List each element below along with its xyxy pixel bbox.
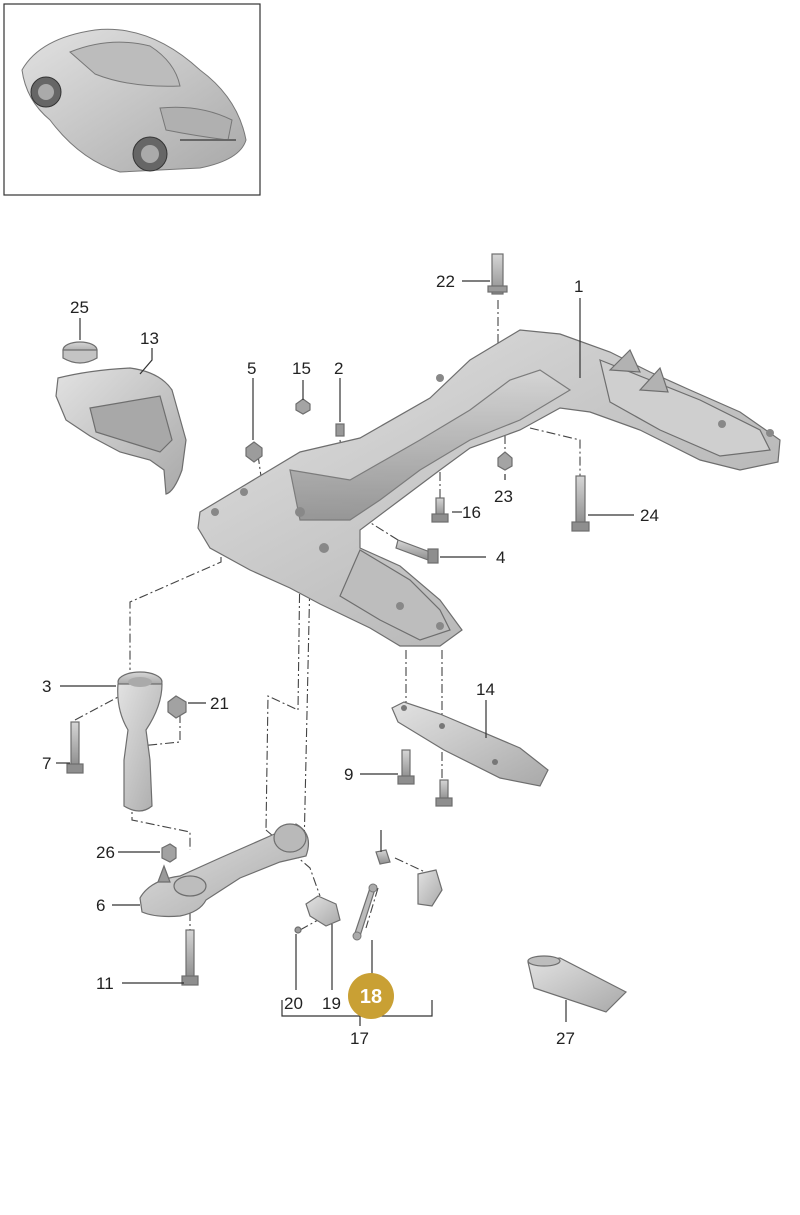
part-label-19[interactable]: 19: [322, 994, 341, 1013]
cover-part-13[interactable]: [55, 367, 187, 495]
part-label-20[interactable]: 20: [284, 994, 303, 1013]
part-label-27[interactable]: 27: [556, 1029, 575, 1048]
car-image: [21, 28, 247, 173]
part-label-22[interactable]: 22: [436, 272, 455, 291]
part-label-18[interactable]: 18: [360, 986, 382, 1008]
cap-part-25[interactable]: [62, 341, 98, 364]
stud-part-22[interactable]: [487, 253, 508, 295]
nut-part-20[interactable]: [294, 926, 302, 934]
leader-lines: [56, 280, 634, 1026]
nut-part-5[interactable]: [245, 441, 263, 463]
part-label-9[interactable]: 9: [344, 765, 353, 784]
part-label-23[interactable]: 23: [494, 487, 513, 506]
part-label-3[interactable]: 3: [42, 677, 51, 696]
pin-part-2[interactable]: [335, 423, 345, 437]
control-arm-part-6[interactable]: [139, 823, 309, 918]
nut-part-15[interactable]: [295, 398, 311, 415]
bolt-part-9[interactable]: [397, 749, 415, 785]
part-label-1[interactable]: 1: [574, 277, 583, 296]
highlight-marker-18[interactable]: [348, 973, 394, 1019]
part-label-15[interactable]: 15: [292, 359, 311, 378]
bolt-part-24[interactable]: [571, 475, 590, 532]
part-label-5[interactable]: 5: [247, 359, 256, 378]
part-label-7[interactable]: 7: [42, 754, 51, 773]
bolt-part-14b[interactable]: [435, 779, 453, 807]
nut-part-26[interactable]: [161, 843, 177, 863]
cross-member-part[interactable]: [197, 329, 781, 647]
part-label-21[interactable]: 21: [210, 694, 229, 713]
part-label-4[interactable]: 4: [496, 548, 505, 567]
bracket-part-19[interactable]: [305, 895, 341, 927]
part-label-25[interactable]: 25: [70, 298, 89, 317]
part-label-26[interactable]: 26: [96, 843, 115, 862]
vehicle-thumbnail: [3, 3, 261, 196]
nut-part-21[interactable]: [167, 695, 187, 719]
nut-part-23[interactable]: [497, 451, 513, 471]
part-label-13[interactable]: 13: [140, 329, 159, 348]
bolt-part-4[interactable]: [395, 539, 439, 564]
plate-part-14[interactable]: [391, 701, 549, 787]
part-label-24[interactable]: 24: [640, 506, 659, 525]
part-label-6[interactable]: 6: [96, 896, 105, 915]
part-label-11[interactable]: 11: [96, 974, 114, 993]
part-label-17[interactable]: 17: [350, 1029, 369, 1048]
part-label-14[interactable]: 14: [476, 680, 495, 699]
bolt-part-7[interactable]: [66, 721, 84, 774]
sensor-part-28[interactable]: [375, 849, 443, 907]
bolt-part-16[interactable]: [431, 497, 449, 523]
sleeve-part-27[interactable]: [527, 955, 628, 1013]
link-part-18[interactable]: [352, 883, 378, 941]
bolt-part-11[interactable]: [181, 929, 199, 986]
part-label-2[interactable]: 2: [334, 359, 343, 378]
part-label-16[interactable]: 16: [462, 503, 481, 522]
support-part-3[interactable]: [117, 671, 163, 812]
